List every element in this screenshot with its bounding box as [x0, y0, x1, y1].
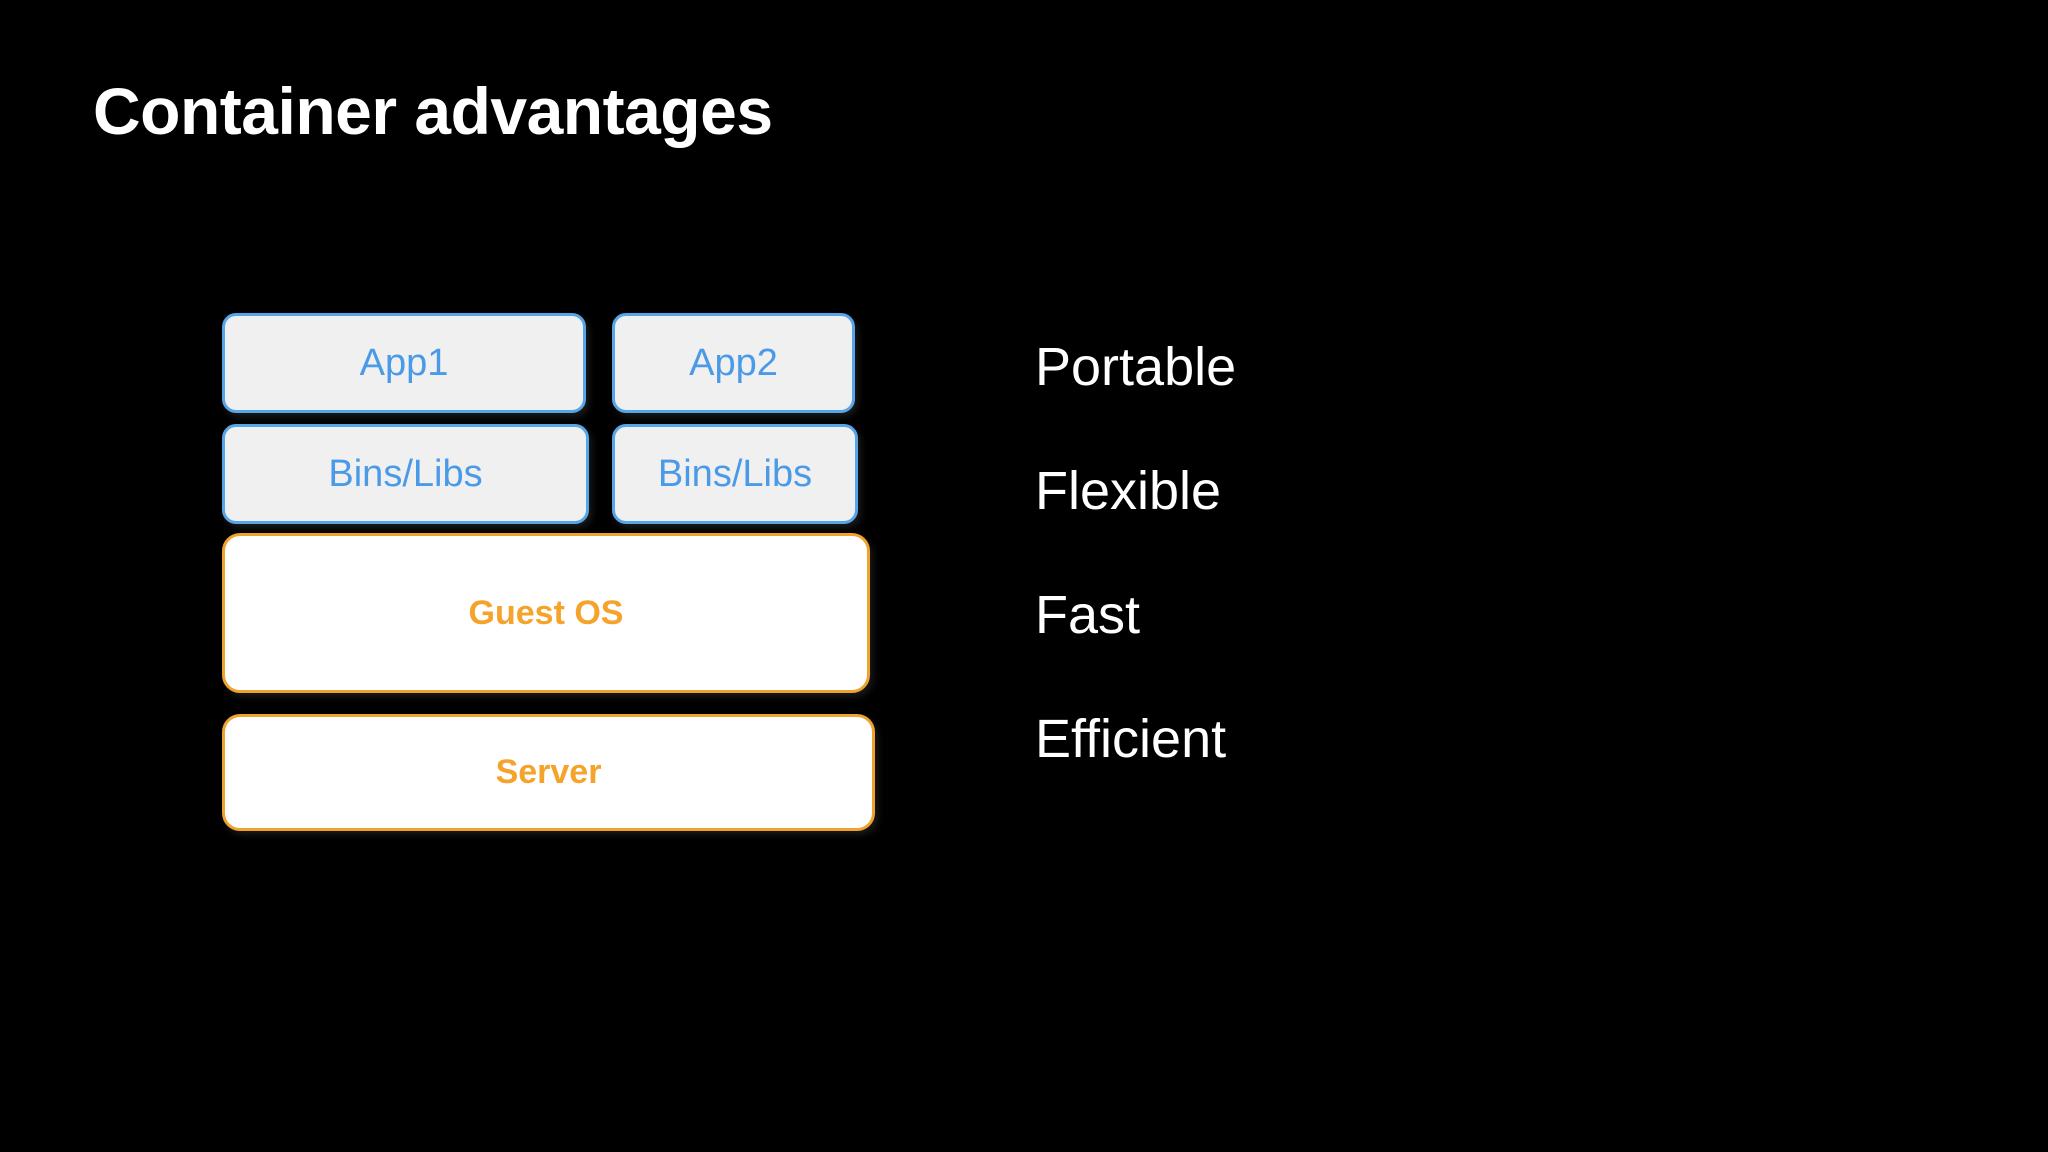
diagram-box-app2: App2	[612, 313, 855, 413]
diagram-box-server-label: Server	[495, 753, 602, 791]
diagram-box-guest-os-label: Guest OS	[468, 593, 624, 632]
advantage-item-portable: Portable	[1035, 337, 1237, 397]
diagram-box-guest-os: Guest OS	[222, 533, 870, 693]
diagram-box-app1: App1	[222, 313, 586, 413]
diagram-box-binslibs-right-label: Bins/Libs	[657, 452, 813, 495]
diagram-box-app1-label: App1	[359, 341, 449, 384]
advantage-item-efficient: Efficient	[1035, 709, 1227, 769]
advantage-item-flexible: Flexible	[1035, 461, 1222, 521]
diagram-box-binslibs-right: Bins/Libs	[612, 424, 858, 524]
diagram-box-server: Server	[222, 714, 875, 831]
diagram-box-binslibs-left: Bins/Libs	[222, 424, 589, 524]
diagram-box-binslibs-left-label: Bins/Libs	[328, 452, 483, 495]
page-title: Container advantages	[93, 74, 773, 149]
advantage-item-fast: Fast	[1035, 585, 1141, 645]
diagram-box-app2-label: App2	[689, 341, 778, 384]
advantages-list: Portable Flexible Fast Efficient	[1035, 340, 1635, 766]
container-architecture-diagram: App1 App2 Bins/Libs Bins/Libs Guest OS S…	[0, 0, 1000, 1152]
